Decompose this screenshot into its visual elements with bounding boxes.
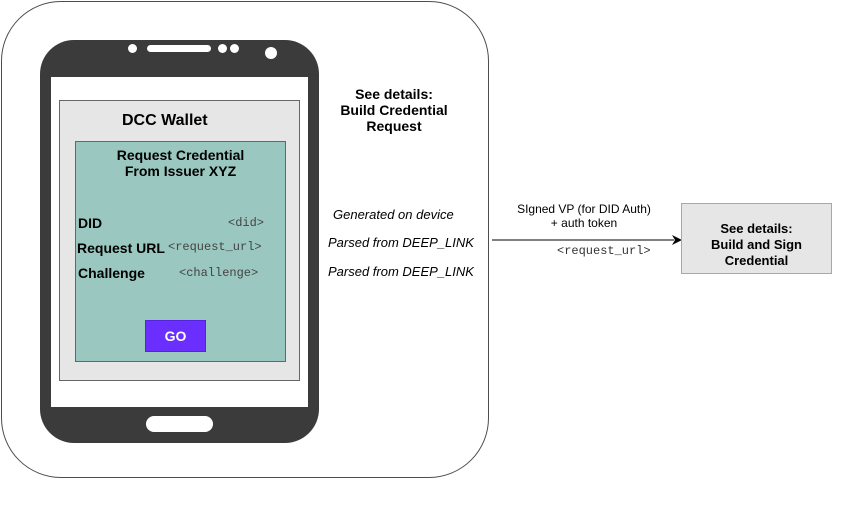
build-sign-credential-box (681, 203, 832, 274)
details-build-request-line3: Request (366, 118, 422, 134)
phone-sensor-dot-1 (218, 44, 227, 53)
annotation-parsed-request-url: Parsed from DEEP_LINK (328, 235, 474, 250)
phone-side-dot (265, 47, 277, 59)
annotation-generated: Generated on device (333, 207, 454, 222)
field-label-did: DID (78, 215, 103, 231)
wallet-title: DCC Wallet (122, 112, 208, 129)
field-value-challenge: <challenge> (179, 266, 259, 280)
field-value-did: <did> (228, 216, 265, 230)
target-box-line1: See details: (720, 221, 793, 236)
field-label-request-url: Request URL (77, 240, 165, 256)
details-build-request-line2: Build Credential (340, 102, 448, 118)
details-build-request-line1: See details: (355, 86, 433, 102)
field-label-challenge: Challenge (78, 265, 145, 281)
card-title-line2: From Issuer XYZ (124, 163, 237, 179)
phone-sensor-dot-2 (230, 44, 239, 53)
card-title-line1: Request Credential (116, 147, 245, 163)
target-box-line3: Credential (724, 253, 789, 268)
go-button[interactable]: GO (145, 320, 206, 352)
phone-home-button (146, 416, 213, 432)
arrow-label-line2: + auth token (550, 216, 618, 230)
phone-speaker (147, 45, 211, 52)
arrow-label-line1: SIgned VP (for DID Auth) (517, 202, 651, 216)
field-value-request-url: <request_url> (168, 240, 262, 254)
target-box-line2: Build and Sign (711, 237, 802, 252)
annotation-parsed-challenge: Parsed from DEEP_LINK (328, 264, 474, 279)
phone-camera-dot (128, 44, 137, 53)
request-arrow (492, 235, 682, 245)
arrow-sub-label: <request_url> (557, 244, 651, 258)
